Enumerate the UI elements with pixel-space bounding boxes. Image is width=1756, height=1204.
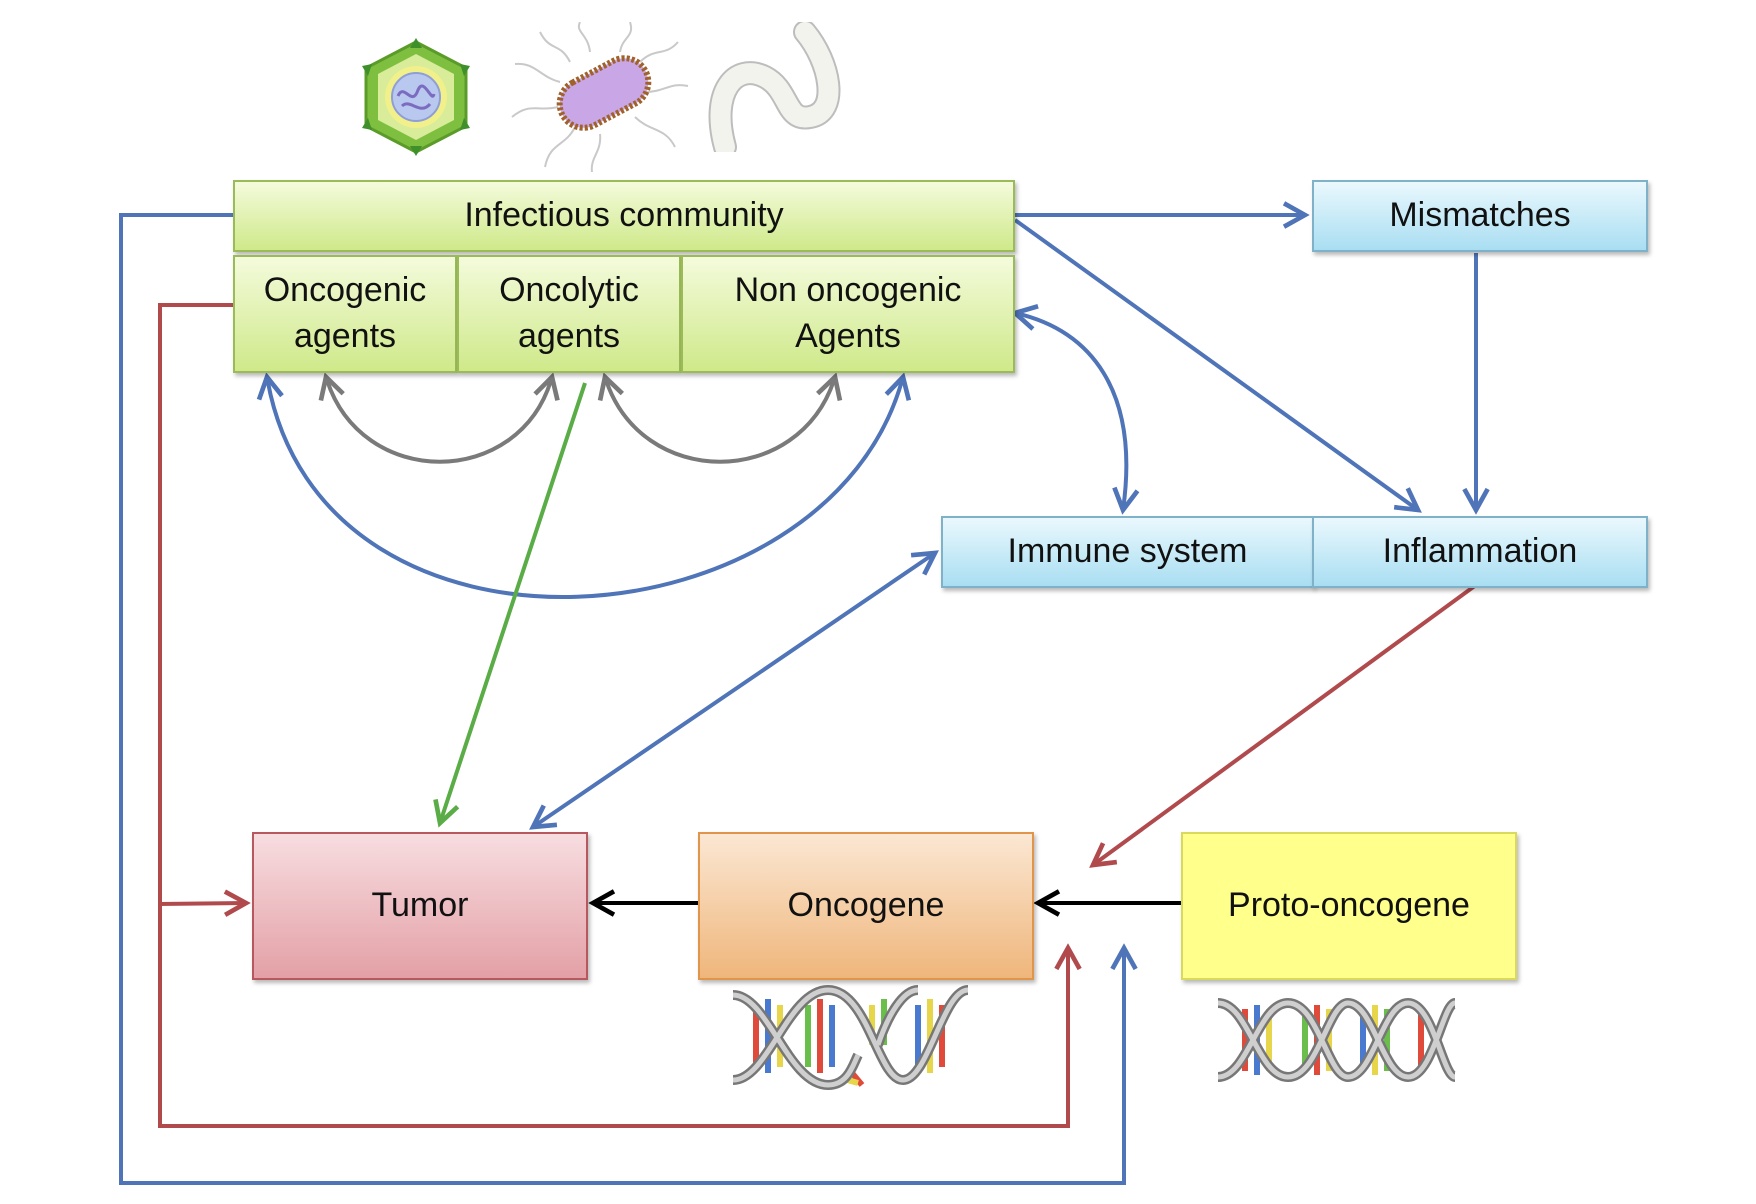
oncolytic-agents-label: Oncolytic agents: [499, 271, 639, 355]
virus-icon: [362, 38, 470, 156]
oncogene-box: Oncogene: [698, 832, 1034, 980]
arrow-oncogenic-oncolytic-arc: [326, 377, 552, 464]
immune-system-label: Immune system: [1007, 532, 1248, 571]
worm-icon: [708, 22, 841, 152]
arrow-infectious-to-oncogene: [119, 213, 1124, 1185]
inflammation-label: Inflammation: [1382, 532, 1578, 571]
proto-oncogene-label: Proto-oncogene: [1228, 886, 1470, 925]
oncolytic-agents-box: Oncolytic agents: [457, 255, 681, 373]
inflammation-box: Inflammation: [1312, 516, 1648, 588]
mismatches-label: Mismatches: [1389, 196, 1571, 235]
arrow-oncogenic-to-tumor: [158, 303, 246, 904]
tumor-label: Tumor: [371, 886, 469, 925]
bacterium-icon: [511, 22, 689, 172]
infectious-community-title: Infectious community: [464, 196, 784, 235]
dna-intact-icon: [1217, 997, 1458, 1083]
dna-broken-icon: [732, 985, 970, 1091]
arrow-immune-tumor-bidirectional: [533, 553, 935, 827]
oncogenic-agents-box: Oncogenic agents: [233, 255, 457, 373]
oncogene-label: Oncogene: [787, 886, 945, 925]
non-oncogenic-agents-label: Non oncogenic Agents: [734, 271, 962, 355]
arrow-infectious-to-inflammation: [1013, 218, 1418, 510]
infectious-community-box: Infectious community: [233, 180, 1015, 252]
tumor-box: Tumor: [252, 832, 588, 980]
arrow-oncogenic-nononcogenic-arc: [267, 377, 903, 599]
mismatches-box: Mismatches: [1312, 180, 1648, 252]
immune-system-box: Immune system: [941, 516, 1314, 588]
arrow-inflammation-to-oncogene: [1093, 583, 1478, 865]
arrow-oncogenic-to-oncogene: [158, 904, 1068, 1128]
proto-oncogene-box: Proto-oncogene: [1181, 832, 1517, 980]
arrow-oncolytic-nononcogenic-arc: [605, 377, 835, 464]
arrow-oncolytic-to-tumor: [440, 382, 587, 823]
non-oncogenic-agents-box: Non oncogenic Agents: [681, 255, 1015, 373]
arrow-infectious-immune-bidirectional: [1015, 313, 1126, 510]
oncogenic-agents-label: Oncogenic agents: [263, 271, 427, 355]
